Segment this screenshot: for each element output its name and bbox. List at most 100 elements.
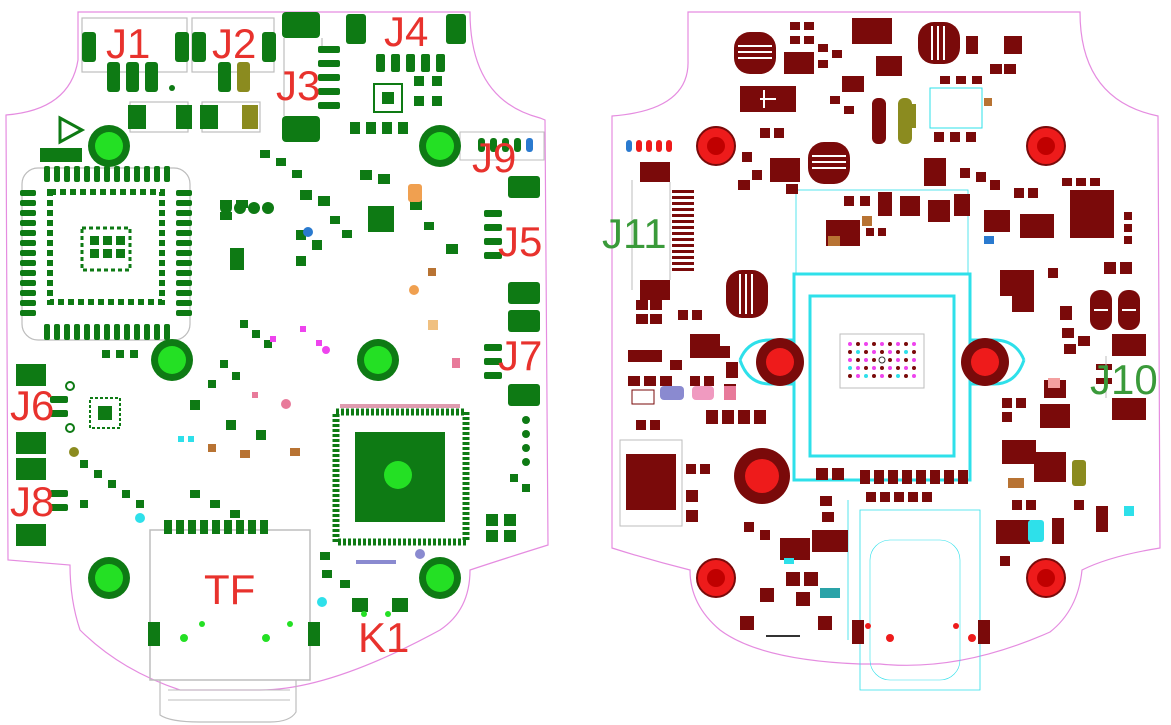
j3-silk <box>283 38 323 116</box>
j6-pin <box>50 396 68 403</box>
j5-pin <box>484 252 502 259</box>
mount-hole-center <box>426 132 454 160</box>
tf-via <box>262 634 270 642</box>
via <box>135 513 145 523</box>
mount-hole-center <box>1037 569 1055 587</box>
main-processor-via <box>384 461 412 489</box>
j7-pad <box>508 384 540 406</box>
j10-pad <box>1112 398 1146 420</box>
label-j3: J3 <box>276 62 320 109</box>
via <box>65 423 75 433</box>
ic-pad <box>626 454 676 510</box>
top-mount-holes <box>88 125 461 599</box>
bottom-colored-pads <box>631 98 1134 598</box>
usb-anchor <box>978 620 990 644</box>
main-processor-pins <box>332 408 470 546</box>
j7-pad <box>508 310 540 332</box>
qfn-chip-pad <box>98 406 112 420</box>
smd-pad <box>382 122 392 134</box>
j5-pin <box>484 210 502 217</box>
electrolytic-caps <box>872 98 1140 330</box>
j10-pin <box>1096 378 1112 384</box>
j11-silk <box>631 180 671 290</box>
k1-pad <box>392 598 408 612</box>
j3-pin <box>318 102 340 109</box>
mount-hole-center <box>426 564 454 592</box>
tf-via <box>180 634 188 642</box>
sensor-frame-inner <box>808 294 956 458</box>
smd-pad <box>350 122 360 134</box>
usb-anchor <box>852 620 864 644</box>
mount-hole-center <box>364 346 392 374</box>
top-colored-pads <box>178 184 460 564</box>
j2-pad <box>237 62 250 92</box>
ic-outline <box>619 439 683 527</box>
j4-pad <box>346 14 366 44</box>
sensor-guide <box>795 189 969 275</box>
diode-pad <box>128 105 146 129</box>
diode-pad <box>176 105 192 129</box>
mount-hole-center <box>95 132 123 160</box>
label-j1: J1 <box>106 20 150 67</box>
j1-pad <box>107 62 120 92</box>
smd-pad <box>40 148 82 162</box>
smd-pad <box>414 76 424 86</box>
label-j5: J5 <box>498 218 542 265</box>
marker-triangle <box>58 115 86 145</box>
smd-pad <box>740 616 754 630</box>
usb-via <box>865 623 871 629</box>
j9-pin <box>514 138 521 152</box>
mount-hole-center <box>766 348 794 376</box>
mount-hole-center <box>1037 137 1055 155</box>
j5-pad <box>508 282 540 304</box>
j10-pin <box>1096 364 1112 370</box>
usb-via <box>968 634 976 642</box>
smd-pad <box>366 122 376 134</box>
j1-pad <box>145 62 158 92</box>
diode-pad <box>200 105 218 129</box>
via <box>317 597 327 607</box>
label-j7: J7 <box>498 332 542 379</box>
mount-hole-center <box>745 459 779 493</box>
j4-pin <box>436 54 445 72</box>
label-j2: J2 <box>212 20 256 67</box>
j11-pins <box>672 190 694 271</box>
label-k1: K1 <box>358 614 409 661</box>
tf-slot-anchor <box>148 622 160 646</box>
ic-pad <box>852 18 892 44</box>
processor-trace <box>340 404 460 408</box>
label-tf: TF <box>204 566 255 613</box>
label-j11: J11 <box>602 210 667 257</box>
j5-pin <box>484 224 502 231</box>
k1-via <box>385 611 391 617</box>
j9-pin <box>526 138 533 152</box>
j6-pad <box>16 432 46 454</box>
smd-pad <box>414 96 424 106</box>
diode-mark <box>760 90 776 108</box>
label-j9: J9 <box>472 134 516 181</box>
j3-pin <box>318 74 340 81</box>
j11-header-dots <box>626 140 672 152</box>
tf-via <box>199 621 205 627</box>
j3-pin <box>318 60 340 67</box>
via <box>69 447 79 457</box>
usb-inner <box>869 539 961 681</box>
ic-pad <box>1070 190 1114 238</box>
j9-pin <box>478 138 485 152</box>
j5-pin <box>484 238 502 245</box>
bottom-mount-holes <box>696 126 1066 598</box>
tf-slot-lines <box>168 689 290 701</box>
j9-pin <box>502 138 509 152</box>
label-j10: J10 <box>1090 356 1158 403</box>
smd-pad <box>818 616 832 630</box>
j8-pin <box>50 504 68 511</box>
j8-pad <box>16 524 46 546</box>
j3-pin <box>318 88 340 95</box>
module-core-ring <box>80 226 132 272</box>
j6-pin <box>50 410 68 417</box>
module-top-pads <box>20 166 192 340</box>
k1-via <box>361 611 367 617</box>
j2-pad <box>262 32 276 62</box>
j4-pin <box>391 54 400 72</box>
j4-pin <box>406 54 415 72</box>
